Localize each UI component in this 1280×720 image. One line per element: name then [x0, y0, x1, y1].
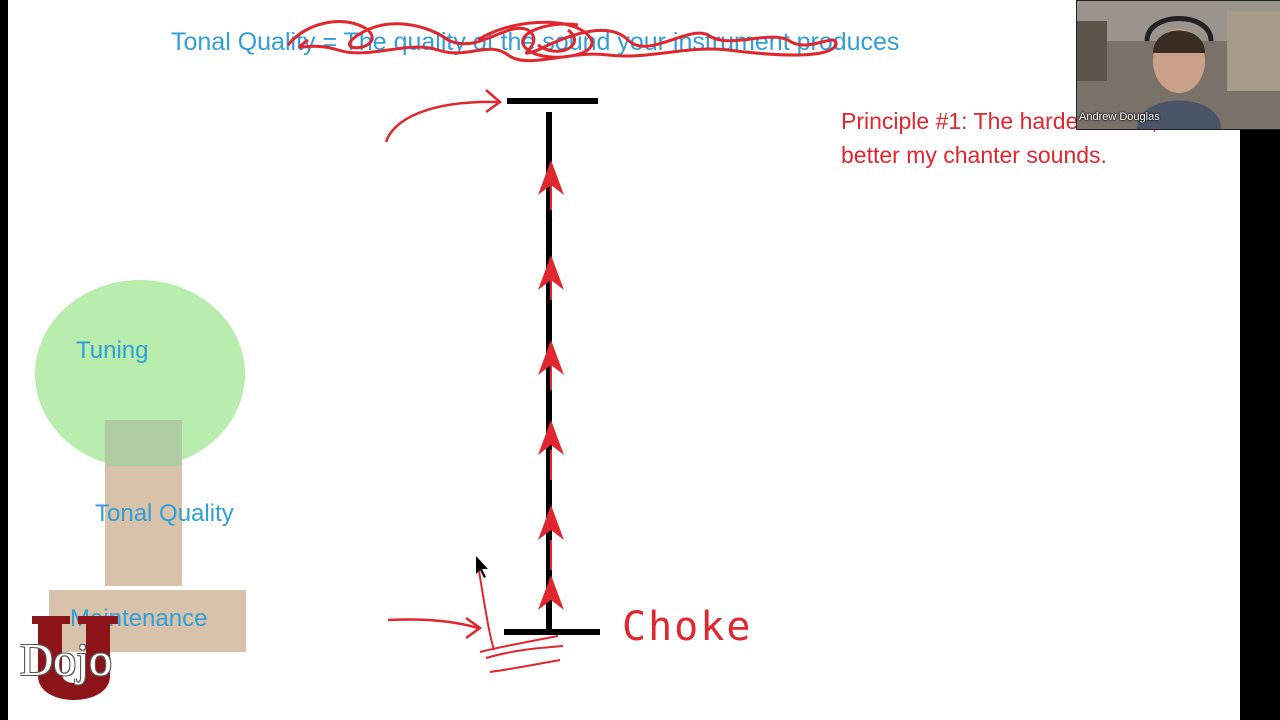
presentation-slide: Tonal Quality = The quality of the sound… — [8, 0, 1240, 720]
airflow-arrows — [538, 160, 564, 610]
participant-name: Andrew Douglas — [1079, 111, 1160, 123]
choke-label: Choke — [622, 604, 753, 650]
bottom-arrow — [387, 618, 479, 630]
tuning-label: Tuning — [76, 337, 149, 364]
dojo-logo-icon — [32, 616, 118, 700]
mouse-cursor-icon — [476, 556, 488, 578]
webcam-feed: Andrew Douglas — [1076, 0, 1280, 130]
tonal-quality-label: Tonal Quality — [95, 500, 234, 527]
title-scribble — [286, 20, 838, 63]
tonal-quality-overlap — [105, 420, 182, 466]
annotation-drawing — [286, 20, 838, 673]
presenter-video — [1077, 1, 1280, 129]
logo-text: Dojo — [20, 634, 112, 685]
top-arrow — [384, 100, 501, 143]
